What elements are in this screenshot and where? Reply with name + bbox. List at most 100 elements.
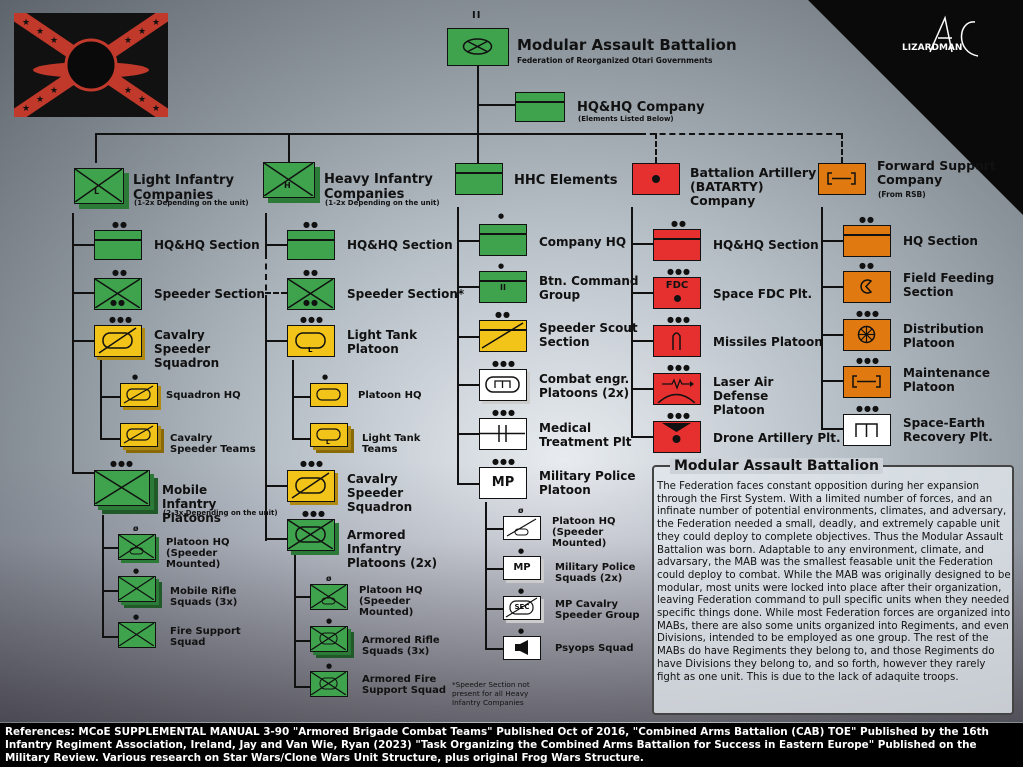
hhc-mp-cavalry-label: MP Cavalry Speeder Group [555,599,640,621]
artillery-missiles-symbol [653,325,701,357]
artillery-laser-ad-symbol [653,373,701,405]
light-rifle-squads-symbol [118,576,156,602]
echelon-mark: II [472,10,482,21]
heavy-speeder-section-label: Speeder Section* [347,287,465,301]
light-hq-section-symbol [94,230,142,260]
hhc-psyops-symbol [503,636,541,660]
support-distribution-label: Distribution Platoon [903,322,984,350]
heavy-infantry-sub: (1-2x Depending on the unit) [325,199,440,207]
heavy-infantry-label: Heavy Infantry Companies [324,172,433,202]
artillery-hq-section-label: HQ&HQ Section [713,238,819,252]
svg-text:★: ★ [138,95,146,105]
svg-text:★: ★ [50,36,58,46]
light-squadron-hq-symbol [120,383,158,407]
hhc-mp-platoon-symbol: MP [479,467,527,499]
heavy-tank-teams-symbol: L [310,423,348,447]
description-title: Modular Assault Battalion [670,458,883,474]
heavy-footnote: *Speeder Section not present for all Hea… [452,680,530,707]
heavy-hq-section-symbol [287,230,335,260]
svg-text:★: ★ [138,27,146,37]
hhc-speeder-scout-symbol [479,320,527,352]
light-speeder-section-label: Speeder Section [154,287,265,301]
svg-text:★: ★ [36,95,44,105]
mp-squads-mark: MP [513,562,531,573]
battalion-symbol [447,28,509,66]
hhc-elements-symbol [455,163,503,195]
svg-text:★: ★ [124,86,132,96]
hhc-mp-squads-label: Military Police Squads (2x) [555,562,636,584]
light-infantry-symbol: L [74,168,124,204]
light-mobile-platoons-sub: (2-3x Depending on the unit) [163,509,278,517]
svg-text:★: ★ [22,104,30,114]
hhc-speeder-scout-label: Speeder Scout Section [539,321,638,349]
description-text: The Federation faces constant opposition… [657,481,1011,683]
light-platoon-hq-symbol [118,534,156,560]
hhc-elements-label: HHC Elements [514,173,618,188]
heavy-tank-teams-label: Light Tank Teams [362,433,421,455]
signature-text: LIZARDMAN [902,43,962,53]
artillery-company-label: Battalion Artillery (BATARTY) Company [690,165,817,208]
heavy-letter: H [284,181,291,190]
heavy-cavalry-squadron-label: Cavalry Speeder Squadron [347,472,413,514]
hhc-mp-platoon-hq-symbol [503,516,541,540]
light-cavalry-squadron-symbol [94,325,142,357]
support-hq-section-label: HQ Section [903,234,978,248]
hq-company-sub: (Elements Listed Below) [578,115,674,123]
support-field-feeding-symbol [843,271,891,303]
page-title: Modular Assault Battalion [517,36,737,54]
btn-command-mark: II [500,283,506,292]
light-infantry-sub: (1-2x Depending on the unit) [134,199,249,207]
heavy-rifle-squads-symbol [310,626,348,652]
hhc-medical-symbol [479,418,527,450]
light-cavalry-squadron-label: Cavalry Speeder Squadron [154,328,220,370]
heavy-infantry-symbol: H [263,162,315,198]
hhc-btn-command-symbol: II [479,271,527,303]
mp-mark: MP [491,475,515,490]
light-fire-support-symbol [118,622,156,648]
artillery-drone-label: Drone Artillery Plt. [713,431,841,445]
hhc-medical-label: Medical Treatment Plt [539,421,632,449]
footer-bar [0,723,1023,767]
light-infantry-label: Light Infantry Companies [133,173,234,203]
heavy-platoon-hq-label: Platoon HQ [358,390,422,401]
light-hq-section-label: HQ&HQ Section [154,238,260,252]
hhc-mp-squads-symbol: MP [503,556,541,580]
support-maintenance-symbol [843,366,891,398]
light-platoon-hq-label: Platoon HQ (Speeder Mounted) [166,537,230,570]
svg-text:★: ★ [124,36,132,46]
artillery-laser-ad-label: Laser Air Defense Platoon [713,375,774,417]
light-mobile-platoons-symbol [94,470,150,506]
light-letter: L [94,187,100,196]
light-squadron-hq-label: Squadron HQ [166,390,241,401]
page-subtitle: Federation of Reorganized Otari Governme… [517,56,713,65]
artillery-fdc-label: Space FDC Plt. [713,287,813,301]
hq-company-symbol [515,92,565,122]
light-fire-support-label: Fire Support Squad [170,626,241,648]
heavy-light-tank-label: Light Tank Platoon [347,328,418,356]
hhc-combat-engineer-symbol [479,369,527,401]
federation-flag-logo: ★★★ ★★★ ★★★ ★★★ [14,13,168,117]
support-recovery-label: Space-Earth Recovery Plt. [903,416,993,444]
svg-text:L: L [308,346,313,354]
light-cavalry-teams-symbol [120,423,158,447]
support-company-sub: (From RSB) [878,190,926,199]
heavy-hq-section-label: HQ&HQ Section [347,238,453,252]
artist-signature: LIZARDMAN [900,12,1010,72]
heavy-armored-platoons-symbol [287,519,335,551]
fdc-mark: FDC [665,280,689,291]
hq-company-label: HQ&HQ Company [577,100,705,115]
support-company-label: Forward Support Company [877,158,996,187]
artillery-drone-symbol [653,421,701,453]
heavy-speeder-section-symbol: ●● [287,278,335,310]
heavy-armored-platoons-label: Armored Infantry Platoons (2x) [347,528,438,570]
svg-text:★: ★ [22,18,30,28]
heavy-fire-support-symbol [310,671,348,697]
svg-text:★: ★ [152,18,160,28]
heavy-rifle-squads-label: Armored Rifle Squads (3x) [362,635,440,657]
svg-text:★: ★ [152,104,160,114]
hhc-mp-platoon-hq-label: Platoon HQ (Speeder Mounted) [552,516,616,549]
light-mobile-platoons-label: Mobile Infantry Platoons [162,483,221,525]
artillery-fdc-symbol: FDC [653,277,701,309]
light-speeder-section-symbol: ●● [94,278,142,310]
